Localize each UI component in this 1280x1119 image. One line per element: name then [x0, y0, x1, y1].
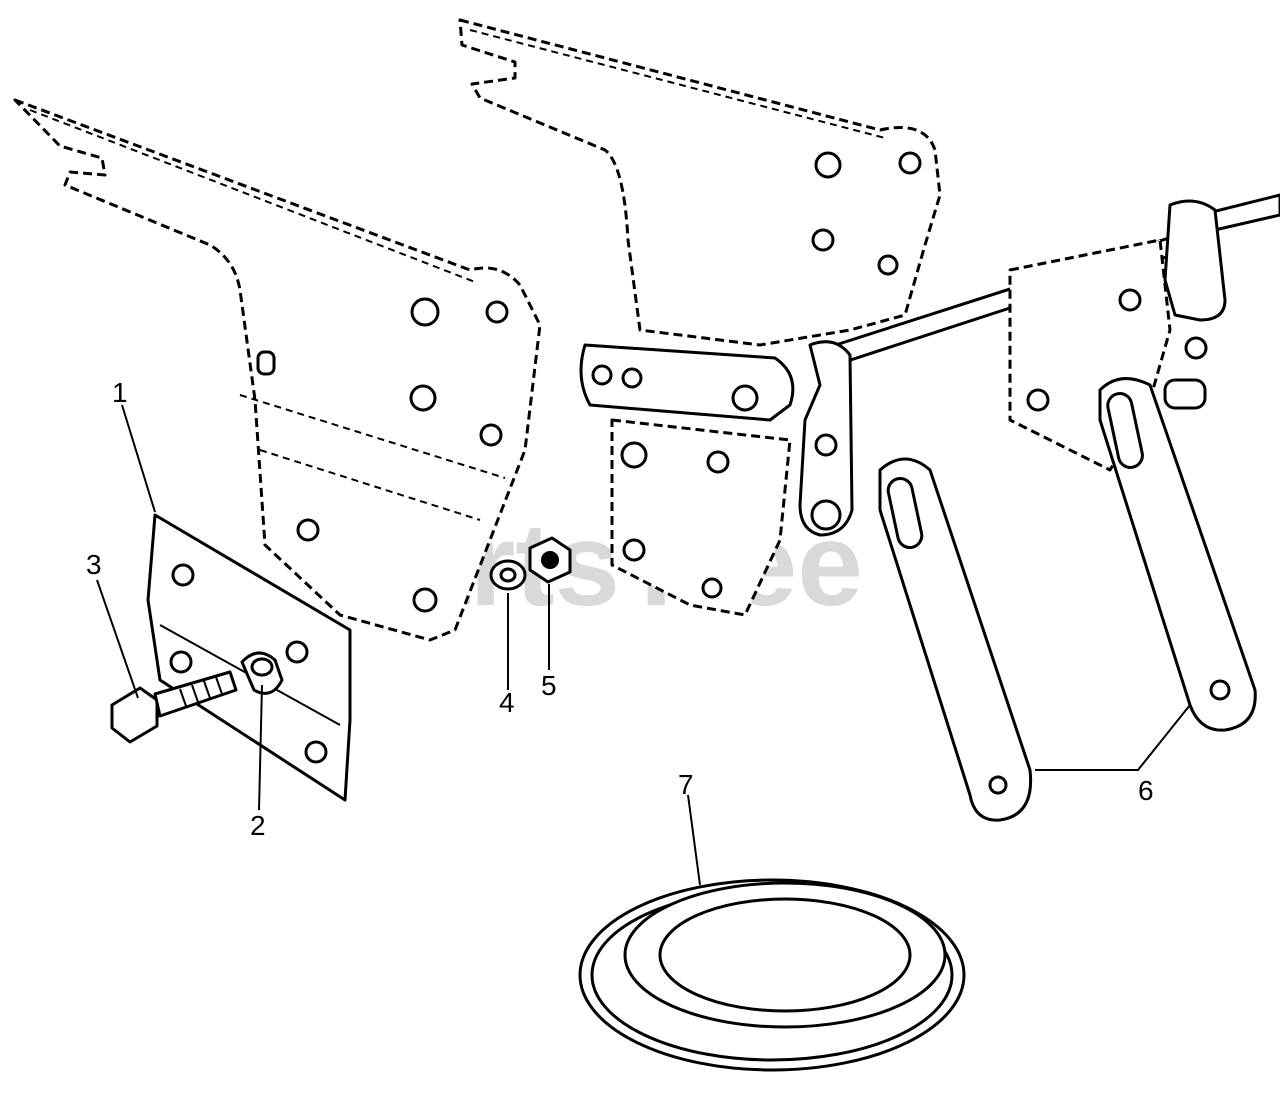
callout-leaders [96, 404, 1191, 886]
callout-2: 2 [250, 810, 266, 841]
part-5-nut [528, 536, 572, 584]
part-3-bolt [110, 670, 238, 744]
lift-shaft-assembly [579, 193, 1280, 537]
callout-5: 5 [541, 670, 557, 701]
callout-3: 3 [86, 549, 102, 580]
part-4-washer [489, 559, 527, 591]
callout-4: 4 [499, 687, 515, 718]
part-7-belt [578, 878, 966, 1072]
right-mower-bracket [458, 18, 942, 617]
lift-link-rear [1098, 377, 1257, 732]
left-mower-bracket [13, 98, 542, 642]
callout-7: 7 [678, 769, 694, 800]
lift-link-front [878, 457, 1033, 822]
callout-6: 6 [1138, 775, 1154, 806]
callout-1: 1 [112, 377, 128, 408]
